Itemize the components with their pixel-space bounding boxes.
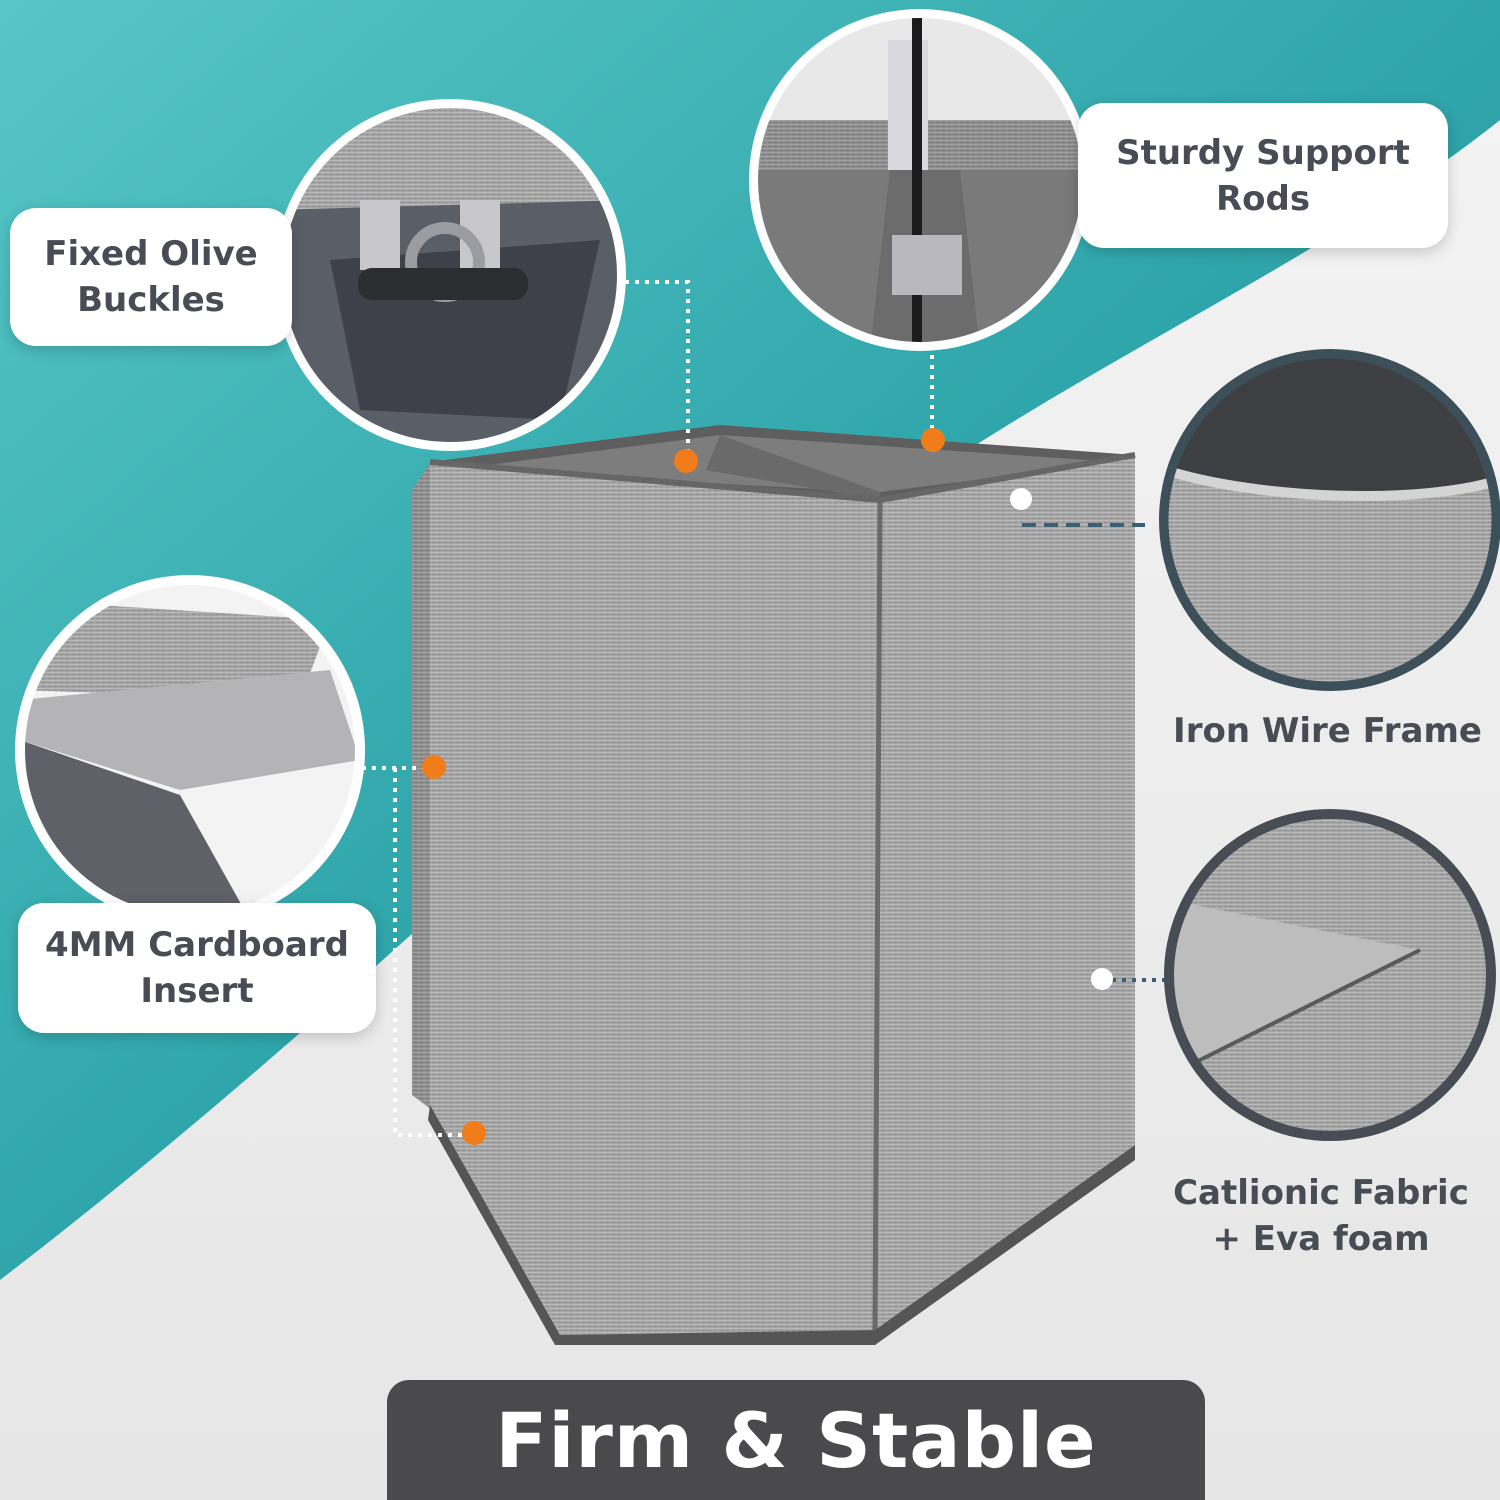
label-sturdy-support-rods: Sturdy Support Rods <box>1078 103 1448 248</box>
label-iron-wire-frame: Iron Wire Frame <box>1155 708 1500 754</box>
label-line: Fixed Olive <box>44 234 258 274</box>
label-line: Sturdy Support <box>1116 132 1410 173</box>
label-fixed-olive-buckles: Fixed Olive Buckles <box>10 208 292 346</box>
label-line: + Eva foam <box>1212 1219 1430 1259</box>
hamper <box>412 425 1136 1345</box>
label-line: 4MM Cardboard <box>45 925 349 965</box>
firm-stable-banner: Firm & Stable <box>387 1380 1205 1500</box>
connector-lines <box>362 280 1175 1137</box>
wire-frame-closeup <box>1159 349 1500 691</box>
marker-dot-cardboard-bottom <box>462 1121 486 1145</box>
label-4mm-cardboard-insert: 4MM Cardboard Insert <box>18 903 376 1033</box>
banner-text: Firm & Stable <box>495 1395 1097 1485</box>
cardboard-layers-closeup <box>15 575 365 925</box>
marker-dot-wire <box>1010 488 1032 510</box>
buckle-closeup <box>274 99 626 451</box>
label-line: Insert <box>140 971 254 1011</box>
label-line: Buckles <box>77 280 225 320</box>
label-catlionic-fabric-eva-foam: Catlionic Fabric + Eva foam <box>1150 1170 1492 1262</box>
marker-dot-buckles <box>674 449 698 473</box>
fabric-foam-closeup <box>1164 809 1496 1141</box>
marker-dot-rods <box>921 428 945 452</box>
label-line: Rods <box>1215 178 1311 219</box>
label-line: Iron Wire Frame <box>1173 711 1482 751</box>
rod-closeup <box>749 9 1091 351</box>
marker-dot-fabric <box>1091 968 1113 990</box>
marker-dot-cardboard-top <box>422 755 446 779</box>
label-line: Catlionic Fabric <box>1173 1173 1469 1213</box>
